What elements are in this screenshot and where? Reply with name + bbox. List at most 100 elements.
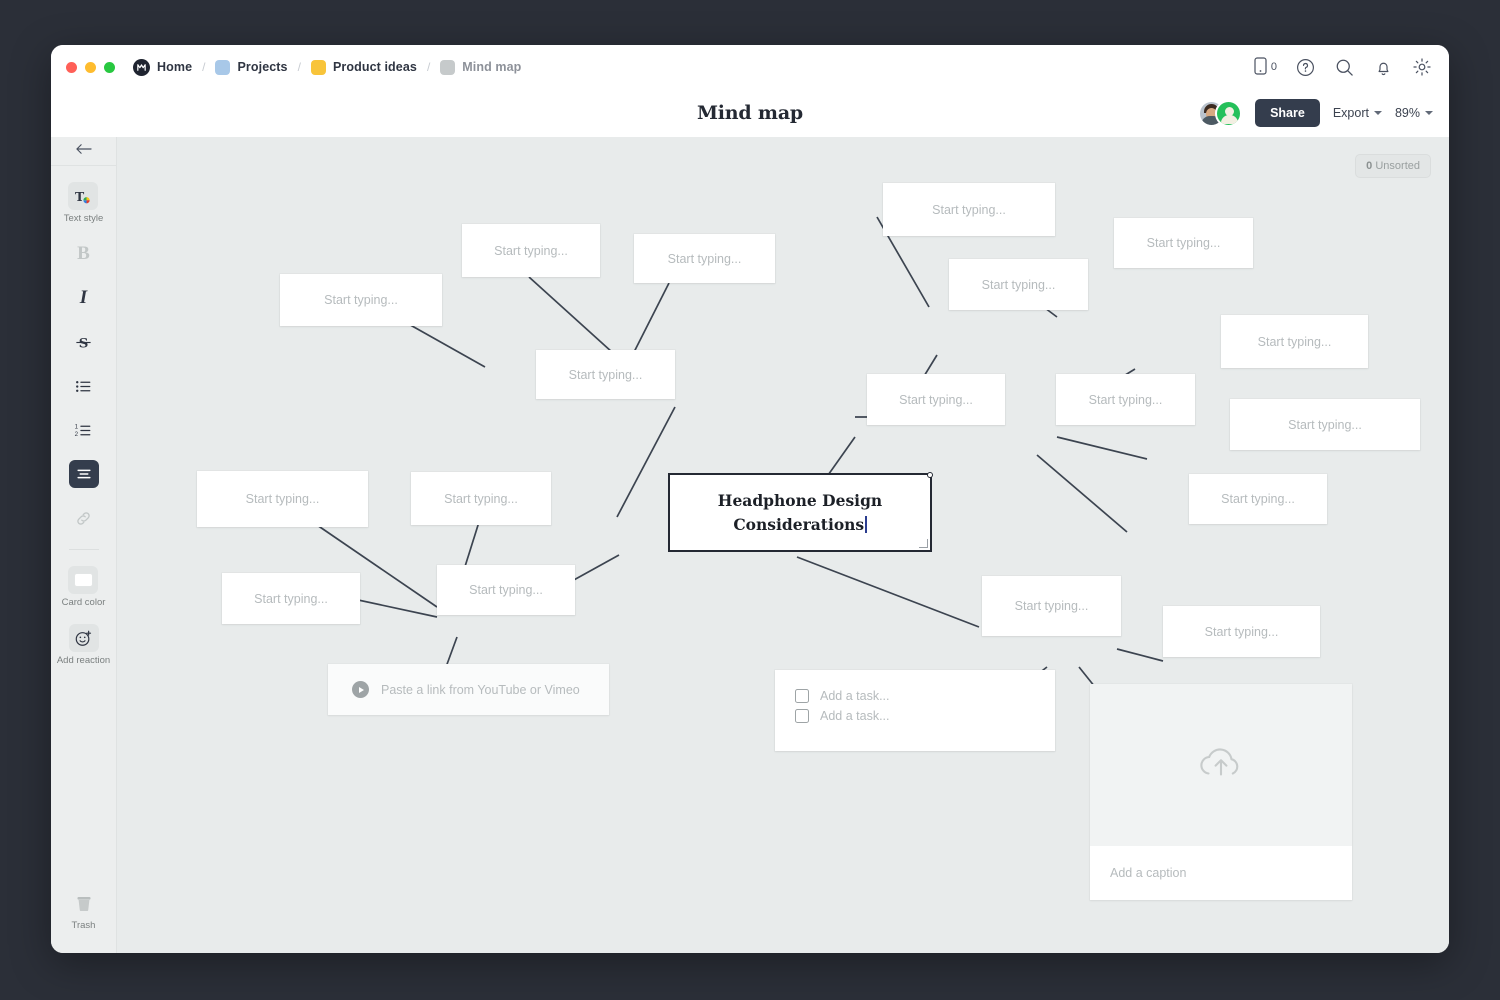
maximize-window-button[interactable] (104, 61, 115, 73)
trash-icon (69, 889, 99, 917)
node-placeholder: Start typing... (1257, 334, 1332, 349)
task-card[interactable]: Add a task... Add a task... (775, 670, 1055, 751)
mobile-inbox-button[interactable]: 0 (1254, 56, 1277, 78)
italic-icon: I (79, 287, 88, 308)
mindmap-node[interactable]: Start typing... (883, 183, 1055, 236)
node-placeholder: Start typing... (1204, 624, 1279, 639)
mindmap-node[interactable]: Start typing... (949, 259, 1088, 310)
mindmap-node[interactable]: Start typing... (1056, 374, 1195, 425)
text-style-icon: T (68, 182, 99, 210)
sidebar-label-add-reaction: Add reaction (56, 655, 111, 666)
task-placeholder: Add a task... (820, 689, 890, 703)
mindmap-node[interactable]: Start typing... (867, 374, 1005, 425)
mindmap-node[interactable]: Start typing... (437, 565, 575, 615)
add-reaction-icon (68, 624, 99, 652)
folder-swatch-icon-product-ideas (310, 59, 326, 75)
node-placeholder: Start typing... (1221, 492, 1295, 506)
collaborator-avatars[interactable] (1198, 99, 1243, 127)
sidebar-item-bulleted-list[interactable] (69, 372, 99, 400)
breadcrumb-item-projects[interactable]: Projects (215, 59, 288, 75)
node-placeholder: Start typing... (444, 491, 518, 506)
image-caption-input[interactable]: Add a caption (1090, 846, 1352, 900)
back-button[interactable] (51, 137, 116, 166)
mindmap-node[interactable]: Start typing... (1114, 218, 1253, 268)
sidebar-item-text-style[interactable]: T Text style (64, 182, 103, 224)
play-circle-icon (352, 681, 369, 698)
sidebar-item-italic[interactable]: I (69, 284, 99, 312)
resize-grip[interactable] (919, 539, 928, 548)
breadcrumb-separator: / (202, 60, 206, 74)
bell-icon[interactable] (1372, 56, 1394, 78)
unsorted-badge[interactable]: 0 Unsorted (1355, 154, 1431, 178)
chevron-down-icon (1425, 111, 1433, 115)
sidebar-item-add-reaction[interactable]: Add reaction (57, 624, 110, 666)
task-checkbox[interactable] (795, 709, 809, 723)
node-placeholder: Start typing... (1014, 599, 1089, 613)
mindmap-node[interactable]: Start typing... (1221, 315, 1368, 368)
sidebar-item-trash[interactable]: Trash (69, 889, 99, 931)
center-node-line2: Considerations (733, 514, 865, 534)
node-placeholder: Start typing... (568, 367, 643, 382)
search-icon[interactable] (1333, 56, 1355, 78)
breadcrumb: Home / Projects / Product ideas / Mind m… (133, 58, 521, 76)
header-actions: Share Export 89% (1198, 99, 1433, 127)
task-row[interactable]: Add a task... (795, 686, 1035, 706)
breadcrumb-label-home: Home (157, 60, 193, 74)
gear-icon[interactable] (1411, 56, 1433, 78)
node-placeholder: Start typing... (245, 492, 320, 506)
bulleted-list-icon (69, 372, 99, 400)
mobile-count-label: 0 (1270, 61, 1277, 73)
sidebar-item-bold[interactable]: B (69, 240, 99, 268)
mindmap-node[interactable]: Start typing... (411, 472, 551, 525)
mindmap-node[interactable]: Start typing... (1163, 606, 1320, 657)
mindmap-node[interactable]: Start typing... (1189, 474, 1327, 524)
task-checkbox[interactable] (795, 689, 809, 703)
milanote-logo-icon (133, 58, 150, 76)
titlebar-actions: 0 (1254, 56, 1433, 78)
share-button[interactable]: Share (1255, 99, 1320, 127)
zoom-menu[interactable]: 89% (1395, 106, 1433, 120)
folder-swatch-icon-projects (215, 59, 231, 75)
breadcrumb-item-product-ideas[interactable]: Product ideas (310, 59, 417, 75)
mindmap-node[interactable]: Start typing... (222, 573, 360, 624)
mindmap-node[interactable]: Start typing... (982, 576, 1121, 636)
mindmap-node[interactable]: Start typing... (280, 274, 442, 326)
help-icon[interactable] (1294, 56, 1316, 78)
avatar[interactable] (1215, 99, 1243, 127)
zoom-label: 89% (1394, 106, 1420, 120)
node-placeholder: Start typing... (981, 277, 1056, 292)
breadcrumb-item-mind-map[interactable]: Mind map (440, 59, 521, 75)
breadcrumb-label-projects: Projects (237, 60, 288, 74)
export-label: Export (1332, 106, 1369, 120)
video-embed-card[interactable]: Paste a link from YouTube or Vimeo (328, 664, 609, 715)
mindmap-node[interactable]: Start typing... (462, 224, 600, 277)
svg-text:1: 1 (75, 423, 79, 430)
mindmap-canvas[interactable]: 0 Unsorted Start typing... Start typing.… (117, 137, 1449, 953)
sidebar-item-card-color[interactable]: Card color (62, 566, 105, 608)
video-card-placeholder: Paste a link from YouTube or Vimeo (381, 682, 580, 697)
window-controls[interactable] (66, 61, 115, 73)
mindmap-node[interactable]: Start typing... (1230, 399, 1420, 450)
mindmap-node[interactable]: Start typing... (197, 471, 368, 527)
sidebar-item-link[interactable] (69, 504, 99, 532)
svg-text:S: S (79, 336, 89, 351)
mindmap-center-node[interactable]: Headphone Design Considerations (668, 472, 933, 552)
mindmap-node[interactable]: Start typing... (536, 350, 675, 399)
export-menu[interactable]: Export (1333, 106, 1382, 120)
close-window-button[interactable] (66, 61, 77, 73)
sidebar-item-alignment[interactable] (68, 460, 99, 488)
image-drop-zone[interactable] (1090, 684, 1352, 846)
svg-text:T: T (75, 188, 85, 203)
minimize-window-button[interactable] (85, 61, 96, 73)
task-row[interactable]: Add a task... (795, 706, 1035, 726)
mindmap-node[interactable]: Start typing... (634, 234, 775, 283)
node-placeholder: Start typing... (494, 243, 568, 258)
body-area: T Text style B I S (51, 137, 1449, 953)
sidebar-item-strikethrough[interactable]: S (69, 328, 99, 356)
node-placeholder: Start typing... (1088, 392, 1163, 407)
selection-handle[interactable] (927, 472, 933, 478)
image-upload-card[interactable]: Add a caption (1090, 684, 1352, 900)
breadcrumb-item-home[interactable]: Home (133, 58, 193, 76)
sidebar-item-numbered-list[interactable]: 1 2 (69, 416, 99, 444)
node-placeholder: Start typing... (1146, 236, 1221, 250)
